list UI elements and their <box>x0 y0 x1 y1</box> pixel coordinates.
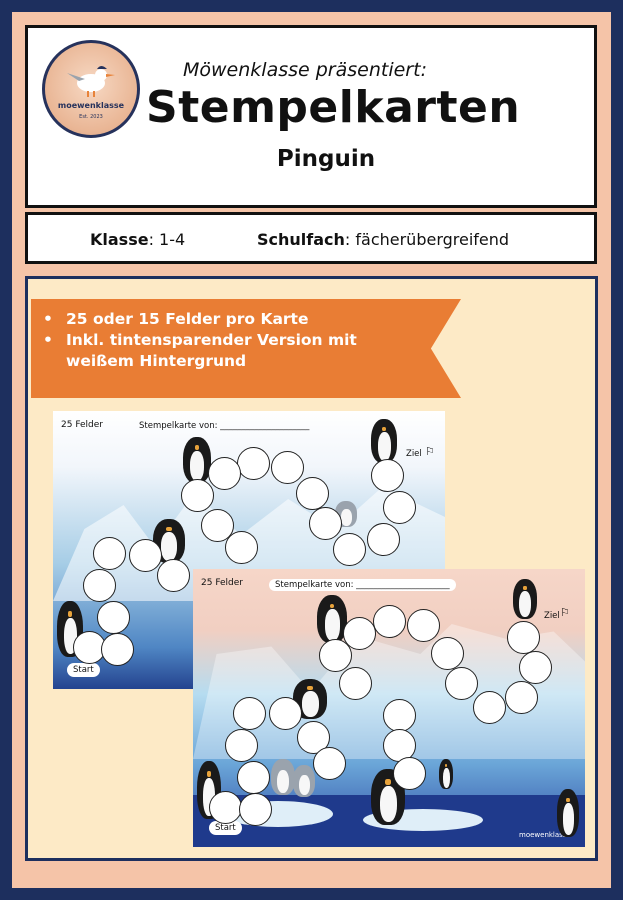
info-bar: Klasse: 1-4 Schulfach: fächerübergreifen… <box>25 212 597 264</box>
stamp-field <box>225 531 258 564</box>
moewenklasse-logo: moewenklasse Est. 2023 <box>42 40 140 138</box>
page-title: Stempelkarten <box>146 82 521 133</box>
stamp-field <box>393 757 426 790</box>
stamp-field <box>237 447 270 480</box>
penguin-icon <box>371 419 397 463</box>
bullet-icon: • <box>43 331 53 349</box>
page-subtitle: Pinguin <box>276 146 376 172</box>
stamp-field <box>473 691 506 724</box>
class-info: Klasse: 1-4 <box>90 230 185 249</box>
stamp-field <box>271 451 304 484</box>
feature-banner: •25 oder 15 Felder pro Karte •Inkl. tint… <box>31 299 461 398</box>
stamp-field <box>101 633 134 666</box>
stamp-field <box>129 539 162 572</box>
stamp-field <box>383 491 416 524</box>
subject-value: : fächerübergreifend <box>344 230 510 249</box>
stamp-field <box>445 667 478 700</box>
preview-area: •25 oder 15 Felder pro Karte •Inkl. tint… <box>25 276 598 861</box>
penguin-icon <box>439 759 453 789</box>
stamp-field <box>383 699 416 732</box>
stamp-field <box>225 729 258 762</box>
stamp-field <box>407 609 440 642</box>
flag-icon: ⚐ <box>560 606 570 619</box>
card-owner-line: Stempelkarte von: ______________________ <box>269 579 456 591</box>
penguin-chick-icon <box>271 759 295 795</box>
card-start-label: Start <box>67 663 100 677</box>
stamp-card-preview-2: 25 Felder Stempelkarte von: ____________… <box>193 569 585 847</box>
stamp-field <box>333 533 366 566</box>
stamp-field <box>431 637 464 670</box>
card-brand: moewenklasse <box>519 831 571 839</box>
subject-label: Schulfach <box>257 230 345 249</box>
flag-icon: ⚐ <box>425 445 435 458</box>
stamp-field <box>157 559 190 592</box>
poster: moewenklasse Est. 2023 Möwenklasse präse… <box>12 12 611 888</box>
card-start-label: Start <box>209 821 242 835</box>
penguin-icon <box>513 579 537 619</box>
stamp-field <box>93 537 126 570</box>
stamp-field <box>373 605 406 638</box>
penguin-icon <box>371 769 405 825</box>
stamp-field <box>237 761 270 794</box>
class-value: : 1-4 <box>148 230 186 249</box>
penguin-icon <box>317 595 347 643</box>
penguin-icon <box>183 437 211 483</box>
stamp-field <box>519 651 552 684</box>
stamp-field <box>507 621 540 654</box>
stamp-field <box>313 747 346 780</box>
stamp-field <box>343 617 376 650</box>
penguin-chick-icon <box>293 765 315 797</box>
stamp-field <box>309 507 342 540</box>
stamp-field <box>208 457 241 490</box>
card-field-count: 25 Felder <box>201 578 243 588</box>
intro-text: Möwenklasse präsentiert: <box>183 59 427 81</box>
stamp-field <box>73 631 106 664</box>
card-field-count: 25 Felder <box>61 420 103 430</box>
stamp-field <box>83 569 116 602</box>
stamp-field <box>505 681 538 714</box>
stamp-field <box>367 523 400 556</box>
stamp-field <box>319 639 352 672</box>
feature-item: •Inkl. tintensparender Version mit weiße… <box>43 331 357 370</box>
stamp-field <box>339 667 372 700</box>
class-label: Klasse <box>90 230 149 249</box>
stamp-field <box>181 479 214 512</box>
stamp-field <box>371 459 404 492</box>
card-goal-label: Ziel <box>406 449 422 459</box>
logo-text: moewenklasse <box>57 101 125 110</box>
header-box: moewenklasse Est. 2023 Möwenklasse präse… <box>25 25 597 208</box>
logo-est: Est. 2023 <box>79 114 103 120</box>
stamp-field <box>233 697 266 730</box>
stamp-field <box>296 477 329 510</box>
stamp-field <box>269 697 302 730</box>
card-owner-line: Stempelkarte von: _____________________ <box>139 421 310 431</box>
bullet-icon: • <box>43 310 53 328</box>
stamp-field <box>209 791 242 824</box>
feature-item: •25 oder 15 Felder pro Karte <box>43 310 309 328</box>
card-goal-label: Ziel <box>544 611 560 621</box>
stamp-field <box>97 601 130 634</box>
penguin-icon <box>557 789 579 837</box>
subject-info: Schulfach: fächerübergreifend <box>257 230 509 249</box>
stamp-field <box>239 793 272 826</box>
stamp-field <box>297 721 330 754</box>
